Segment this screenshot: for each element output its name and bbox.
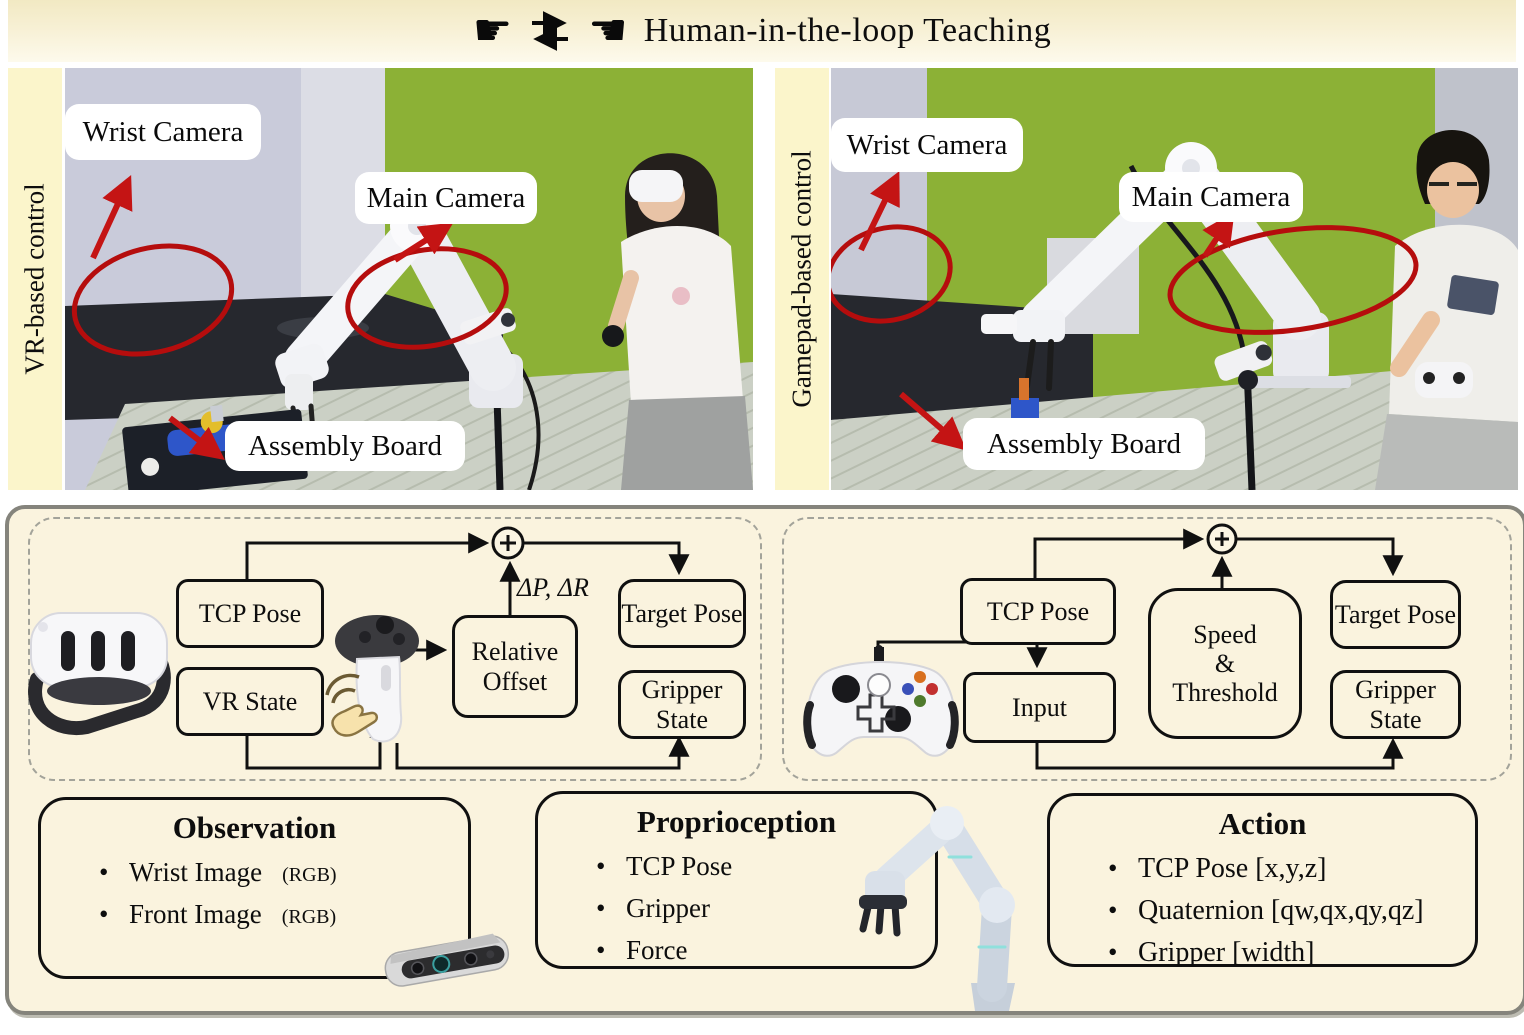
vr-tcp-pose-text: TCP Pose (198, 598, 302, 628)
observation-item-text: Front Image (129, 898, 262, 929)
robot-arm-icon (859, 806, 1015, 1011)
diagram-panel: TCP Pose VR State Relative Offset ΔP, ΔR… (5, 505, 1524, 1015)
gp-gripper-state-text: Gripper State (1355, 675, 1436, 734)
action-item-text: TCP Pose [x,y,z] (1138, 853, 1327, 884)
vr-gripper-state-text: Gripper State (641, 675, 723, 734)
list-item: Force (596, 930, 935, 972)
main-camera-label-text: Main Camera (1131, 180, 1291, 213)
speed-threshold-box: Speed & Threshold (1148, 588, 1302, 739)
gp-input-box: Input (963, 672, 1116, 743)
vr-photo: Wrist Camera Main Camera Assembly Board (65, 68, 753, 490)
wrist-camera-label-text: Wrist Camera (82, 115, 244, 148)
hand-right-icon: ☚ (588, 5, 628, 56)
proprioception-item-text: Force (626, 934, 688, 965)
vr-state-text: VR State (202, 686, 298, 716)
vr-user-silhouette (602, 153, 753, 490)
relative-offset-box: Relative Offset (452, 615, 578, 718)
relative-offset-text: Relative Offset (471, 637, 559, 696)
proprioception-item-text: Gripper (626, 892, 710, 923)
vr-flow-panel (28, 517, 762, 781)
vr-controller-icon (325, 615, 419, 743)
gamepad-icon (803, 645, 959, 757)
gp-target-pose-box: Target Pose (1330, 580, 1461, 649)
proprioception-card: Proprioception TCP Pose Gripper Force (535, 791, 938, 972)
list-item: Front Image (RGB) (99, 894, 468, 936)
left-side-label: VR-based control (19, 183, 50, 375)
sum-node-vr (491, 526, 525, 560)
list-item: TCP Pose (596, 846, 935, 888)
swap-arrows-icon (532, 11, 569, 51)
vr-target-pose-text: Target Pose (621, 598, 743, 628)
action-title: Action (1218, 806, 1307, 841)
list-item: Gripper (596, 888, 935, 930)
gp-tcp-pose-text: TCP Pose (986, 596, 1090, 626)
action-card: Action TCP Pose [x,y,z] Quaternion [qw,q… (1047, 793, 1478, 973)
figure-title: Human-in-the-loop Teaching (643, 12, 1052, 49)
list-item: Wrist Image (RGB) (99, 852, 468, 894)
proprioception-item-text: TCP Pose (626, 851, 733, 881)
main-camera-label-text: Main Camera (366, 181, 526, 214)
action-item-text: Gripper [width] (1138, 937, 1315, 968)
gp-tcp-pose-box: TCP Pose (960, 578, 1116, 645)
vr-target-pose-box: Target Pose (618, 579, 746, 648)
sum-node-gamepad (1206, 523, 1238, 555)
observation-item-type: (RGB) (282, 864, 337, 886)
title-banner: ☛ ☚ Human-in-the-loop Teaching (8, 0, 1516, 62)
main-camera-label: Main Camera (355, 172, 537, 224)
vr-tcp-pose-box: TCP Pose (176, 579, 324, 648)
action-list: TCP Pose [x,y,z] Quaternion [qw,qx,qy,qz… (1050, 848, 1475, 974)
hand-left-icon: ☛ (472, 5, 513, 56)
delta-label: ΔP, ΔR (517, 573, 637, 603)
observation-item-text: Wrist Image (129, 857, 263, 887)
speed-threshold-text: Speed & Threshold (1172, 619, 1278, 708)
right-side-strip: Gamepad-based control (775, 68, 829, 490)
proprioception-title: Proprioception (636, 804, 837, 839)
main-camera-label: Main Camera (1119, 172, 1303, 222)
observation-list: Wrist Image (RGB) Front Image (RGB) (41, 852, 468, 936)
right-side-label: Gamepad-based control (786, 150, 817, 408)
gamepad-flow-panel (782, 517, 1512, 781)
observation-item-type: (RGB) (281, 905, 337, 928)
list-item: TCP Pose [x,y,z] (1108, 848, 1475, 890)
list-item: Quaternion [qw,qx,qy,qz] (1108, 890, 1475, 932)
assembly-board-label: Assembly Board (963, 418, 1205, 470)
gamepad-user-silhouette (1375, 129, 1518, 490)
vr-headset-icon (28, 612, 171, 735)
depth-camera-icon (384, 933, 510, 987)
vr-state-box: VR State (176, 667, 324, 736)
gp-target-pose-text: Target Pose (1334, 599, 1457, 629)
action-item-text: Quaternion [qw,qx,qy,qz] (1138, 895, 1424, 926)
observation-title: Observation (172, 810, 337, 845)
proprioception-list: TCP Pose Gripper Force (538, 846, 935, 972)
gp-gripper-state-box: Gripper State (1330, 670, 1461, 739)
touch-gesture-icon (325, 673, 379, 737)
assembly-board-label-text: Assembly Board (247, 429, 443, 462)
delta-label-text: ΔP, ΔR (517, 573, 589, 602)
wrist-camera-label: Wrist Camera (65, 104, 261, 160)
gamepad-photo: Wrist Camera Main Camera Assembly Board (831, 68, 1518, 490)
observation-card: Observation Wrist Image (RGB) Front Image… (38, 797, 471, 979)
vr-gripper-state-box: Gripper State (618, 670, 746, 739)
gp-input-text: Input (1012, 692, 1067, 722)
left-side-strip: VR-based control (8, 68, 62, 490)
wrist-camera-label: Wrist Camera (831, 118, 1023, 172)
flow-connectors (245, 523, 1404, 770)
assembly-board-label: Assembly Board (225, 421, 465, 471)
assembly-board-label-text: Assembly Board (986, 427, 1182, 460)
list-item: Gripper [width] (1108, 932, 1475, 974)
wrist-camera-label-text: Wrist Camera (846, 128, 1008, 161)
